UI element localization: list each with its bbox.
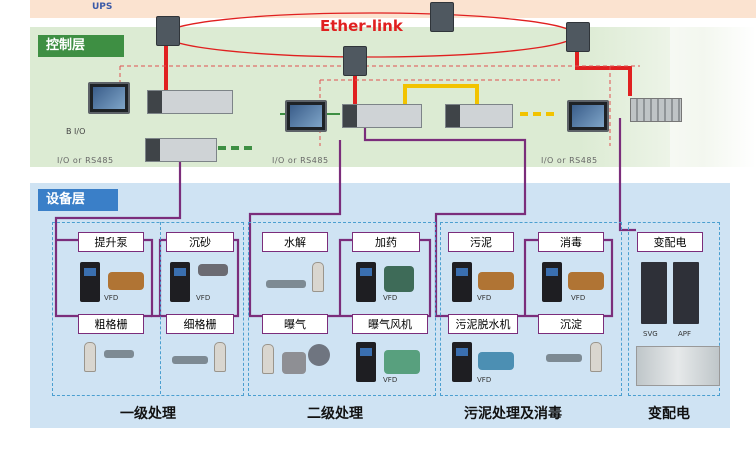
- plc-rack-left-bottom: [145, 138, 217, 162]
- svg-cabinet-label: SVG: [643, 330, 658, 338]
- pump-wuni: [478, 272, 514, 290]
- plc-rack-left-top: [147, 90, 233, 114]
- fieldbus-power: [618, 118, 636, 232]
- category-primary: 一级处理: [120, 406, 176, 422]
- equip-chensha-button[interactable]: 沉砂: [166, 232, 234, 252]
- pump-xiaodu: [568, 272, 604, 290]
- vfd-label-xiaodu: VFD: [571, 294, 586, 302]
- apf-cabinet: [673, 262, 699, 324]
- level-probe-xigeshan: [214, 342, 226, 372]
- switchgear-photo: [636, 346, 720, 386]
- analyzer-puqi: [282, 352, 306, 374]
- equip-shuijie-button[interactable]: 水解: [262, 232, 328, 252]
- equip-chendian-button[interactable]: 沉淀: [538, 314, 604, 334]
- equip-wuni-button[interactable]: 污泥: [448, 232, 514, 252]
- vfd-chensha: [170, 262, 190, 302]
- fieldbus-mid-2: [248, 140, 432, 318]
- group-box-sludge: [440, 222, 622, 396]
- vfd-wunituoshuiji: [452, 342, 472, 382]
- fieldbus-sludge: [434, 170, 614, 318]
- yellow-link: [403, 84, 479, 106]
- equip-cugeshan-button[interactable]: 粗格栅: [78, 314, 144, 334]
- category-power: 变配电: [648, 406, 690, 422]
- do-probe-puqi: [262, 344, 274, 374]
- vfd-tisheng: [80, 262, 100, 302]
- plc-rack-right: [445, 104, 513, 128]
- vfd-label-tisheng: VFD: [104, 294, 119, 302]
- remote-io-rack: [630, 98, 682, 122]
- vfd-xiaodu: [542, 262, 562, 302]
- ups-strip: [30, 0, 756, 18]
- probe-shuijie: [312, 262, 324, 292]
- ether-switch-right: [566, 22, 590, 52]
- pump-jiayao: [384, 266, 414, 292]
- equip-puqi-button[interactable]: 曝气: [262, 314, 328, 334]
- flowmeter-cugeshan: [104, 350, 134, 358]
- ether-switch-middle: [343, 46, 367, 76]
- equip-tisheng-button[interactable]: 提升泵: [78, 232, 144, 252]
- equip-puqifengji-button[interactable]: 曝气风机: [352, 314, 428, 334]
- vfd-label-puqifengji: VFD: [383, 376, 398, 384]
- dewaterer-wunituoshuiji: [478, 352, 514, 370]
- svg-cabinet: [641, 262, 667, 324]
- flowmeter-xigeshan: [172, 356, 208, 364]
- vfd-jiayao: [356, 262, 376, 302]
- hmi-panel-right: [567, 100, 609, 132]
- equip-xiaodu-button[interactable]: 消毒: [538, 232, 604, 252]
- equip-xigeshan-button[interactable]: 细格栅: [166, 314, 234, 334]
- b-io-label: B I/O: [66, 127, 86, 136]
- vfd-wuni: [452, 262, 472, 302]
- ether-switch-left: [156, 16, 180, 46]
- group-box-primary-divider: [160, 222, 161, 394]
- flowmeter-chendian: [546, 354, 582, 362]
- control-layer-fade: [580, 27, 756, 167]
- group-box-power: [628, 222, 720, 396]
- ether-link-label: Ether-link: [320, 17, 403, 35]
- category-sludge: 污泥处理及消毒: [464, 406, 562, 422]
- sensor-puqi: [308, 344, 330, 366]
- hmi-panel-left: [88, 82, 130, 114]
- equip-jiayao-button[interactable]: 加药: [352, 232, 420, 252]
- vfd-label-wunituoshuiji: VFD: [477, 376, 492, 384]
- ether-drop-right: [575, 52, 632, 96]
- level-probe-chendian: [590, 342, 602, 372]
- plc-rack-middle: [342, 104, 422, 128]
- fieldbus-mid: [363, 120, 527, 170]
- flowmeter-shuijie: [266, 280, 306, 288]
- group-box-secondary: [248, 222, 436, 396]
- vfd-label-jiayao: VFD: [383, 294, 398, 302]
- pump-tisheng: [108, 272, 144, 290]
- control-layer-tag: 控制层: [38, 35, 124, 57]
- ether-switch-top-center: [430, 2, 454, 32]
- motor-chensha: [198, 264, 228, 276]
- level-probe-cugeshan: [84, 342, 96, 372]
- vfd-label-chensha: VFD: [196, 294, 211, 302]
- category-secondary: 二级处理: [307, 406, 363, 422]
- apf-cabinet-label: APF: [678, 330, 692, 338]
- group-box-primary: [52, 222, 244, 396]
- io-rs485-label-middle: I/O or RS485: [272, 156, 329, 165]
- io-rs485-label-left: I/O or RS485: [57, 156, 114, 165]
- hmi-panel-middle: [285, 100, 327, 132]
- io-rs485-label-right: I/O or RS485: [541, 156, 598, 165]
- blower-puqifengji: [384, 350, 420, 374]
- equipment-layer-tag: 设备层: [38, 189, 118, 211]
- equip-biandianpei-button[interactable]: 变配电: [637, 232, 703, 252]
- equip-wunituoshuiji-button[interactable]: 污泥脱水机: [448, 314, 518, 334]
- vfd-puqifengji: [356, 342, 376, 382]
- ups-label: UPS: [92, 2, 113, 12]
- vfd-label-wuni: VFD: [477, 294, 492, 302]
- equipment-layer-panel: [30, 183, 730, 428]
